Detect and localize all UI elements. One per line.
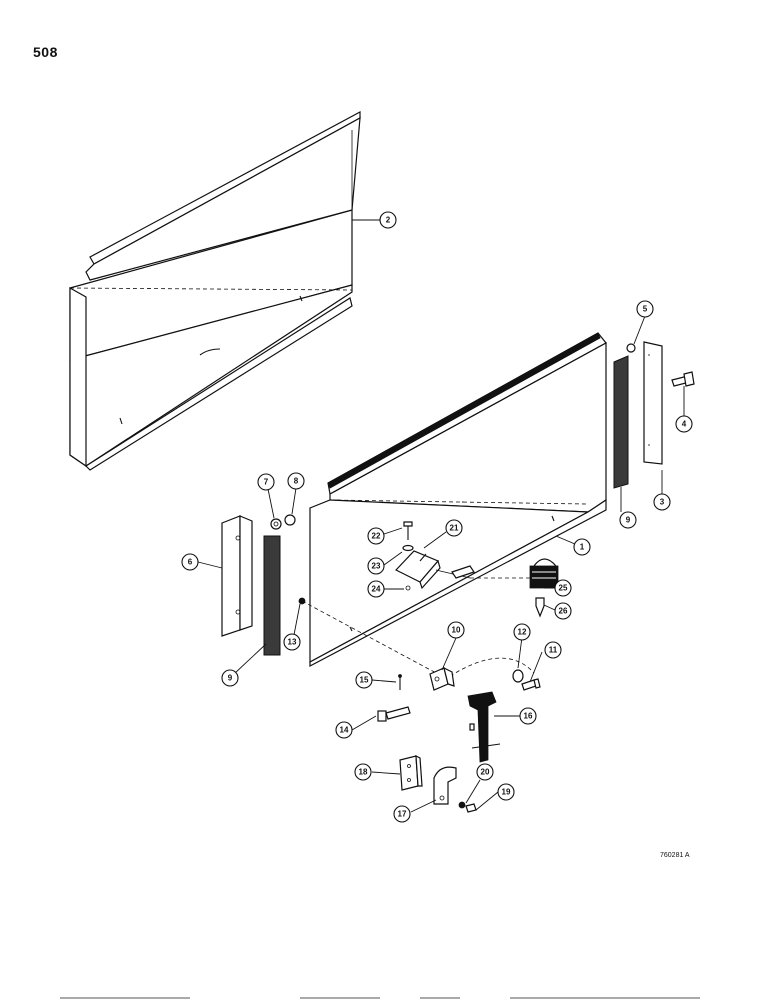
- callout-7: 7: [257, 473, 275, 491]
- washer-23: [402, 544, 414, 552]
- assembly-guide: [443, 657, 535, 681]
- left-hinge-strip: [221, 515, 253, 637]
- svg-text:13: 13: [288, 638, 297, 647]
- svg-text:9: 9: [228, 674, 233, 683]
- callout-26: 26: [554, 602, 572, 620]
- bolt-11: [521, 678, 541, 691]
- svg-text:3: 3: [660, 498, 665, 507]
- spacer-block-18: [399, 754, 423, 791]
- svg-text:16: 16: [524, 712, 533, 721]
- callout-1: 1: [573, 538, 591, 556]
- washer-7: [270, 518, 282, 530]
- svg-text:12: 12: [518, 628, 527, 637]
- svg-text:22: 22: [372, 532, 381, 541]
- callout-16: 16: [519, 707, 537, 725]
- washer-20: [458, 801, 466, 809]
- latch-plate-21: [395, 550, 475, 590]
- right-hinge-strip: [643, 341, 663, 465]
- lower-door-panel: [309, 332, 607, 667]
- svg-text:18: 18: [359, 768, 368, 777]
- nut-8: [284, 514, 296, 526]
- svg-text:14: 14: [340, 726, 349, 735]
- callout-19: 19: [497, 783, 515, 801]
- catch-bracket-17: [433, 766, 457, 805]
- leader-lines: [197, 219, 685, 813]
- pin-15: [398, 674, 402, 690]
- callout-14: 14: [335, 721, 353, 739]
- svg-text:19: 19: [502, 788, 511, 797]
- callout-15: 15: [355, 671, 373, 689]
- bolt-4: [671, 371, 695, 387]
- callout-9-left: 9: [221, 669, 239, 687]
- callout-24: 24: [367, 580, 385, 598]
- svg-text:17: 17: [398, 810, 407, 819]
- callout-6: 6: [181, 553, 199, 571]
- svg-text:26: 26: [559, 607, 568, 616]
- svg-text:4: 4: [682, 420, 687, 429]
- callout-2: 2: [379, 211, 397, 229]
- svg-text:8: 8: [294, 477, 299, 486]
- bolt-19: [465, 803, 477, 813]
- callout-18: 18: [354, 763, 372, 781]
- svg-text:11: 11: [549, 646, 558, 655]
- callout-20: 20: [476, 763, 494, 781]
- padlock-25: [529, 558, 559, 589]
- svg-text:1: 1: [580, 543, 585, 552]
- callout-8: 8: [287, 472, 305, 490]
- figure-code: 760281 A: [660, 852, 690, 859]
- callout-22: 22: [367, 527, 385, 545]
- callout-25: 25: [554, 579, 572, 597]
- callout-9-right: 9: [619, 511, 637, 529]
- svg-text:24: 24: [372, 585, 381, 594]
- callout-13: 13: [283, 633, 301, 651]
- callout-12: 12: [513, 623, 531, 641]
- svg-text:15: 15: [360, 676, 369, 685]
- latch-strap-16: [467, 691, 501, 763]
- washer-12: [512, 669, 524, 683]
- right-felt-strip: [613, 355, 629, 489]
- svg-text:5: 5: [643, 305, 648, 314]
- nut-5: [626, 343, 636, 353]
- callout-17: 17: [393, 805, 411, 823]
- assembly-guide: [301, 600, 439, 675]
- callout-11: 11: [544, 641, 562, 659]
- key-26: [535, 597, 545, 618]
- svg-text:20: 20: [481, 768, 490, 777]
- svg-text:21: 21: [450, 524, 459, 533]
- callout-5: 5: [636, 300, 654, 318]
- pin-14: [377, 706, 411, 722]
- left-felt-strip: [263, 535, 281, 656]
- callout-10: 10: [447, 621, 465, 639]
- screw-22: [403, 521, 413, 540]
- callout-3: 3: [653, 493, 671, 511]
- callout-4: 4: [675, 415, 693, 433]
- upper-door-panel: [69, 110, 361, 471]
- hinge-10: [429, 666, 455, 691]
- svg-text:10: 10: [452, 626, 461, 635]
- nut-24: [405, 585, 411, 591]
- svg-text:9: 9: [626, 516, 631, 525]
- svg-text:6: 6: [188, 558, 193, 567]
- svg-text:25: 25: [559, 584, 568, 593]
- svg-text:2: 2: [386, 216, 391, 225]
- callout-21: 21: [445, 519, 463, 537]
- svg-text:23: 23: [372, 562, 381, 571]
- callout-23: 23: [367, 557, 385, 575]
- page-number: 508: [33, 44, 58, 60]
- svg-text:7: 7: [264, 478, 269, 487]
